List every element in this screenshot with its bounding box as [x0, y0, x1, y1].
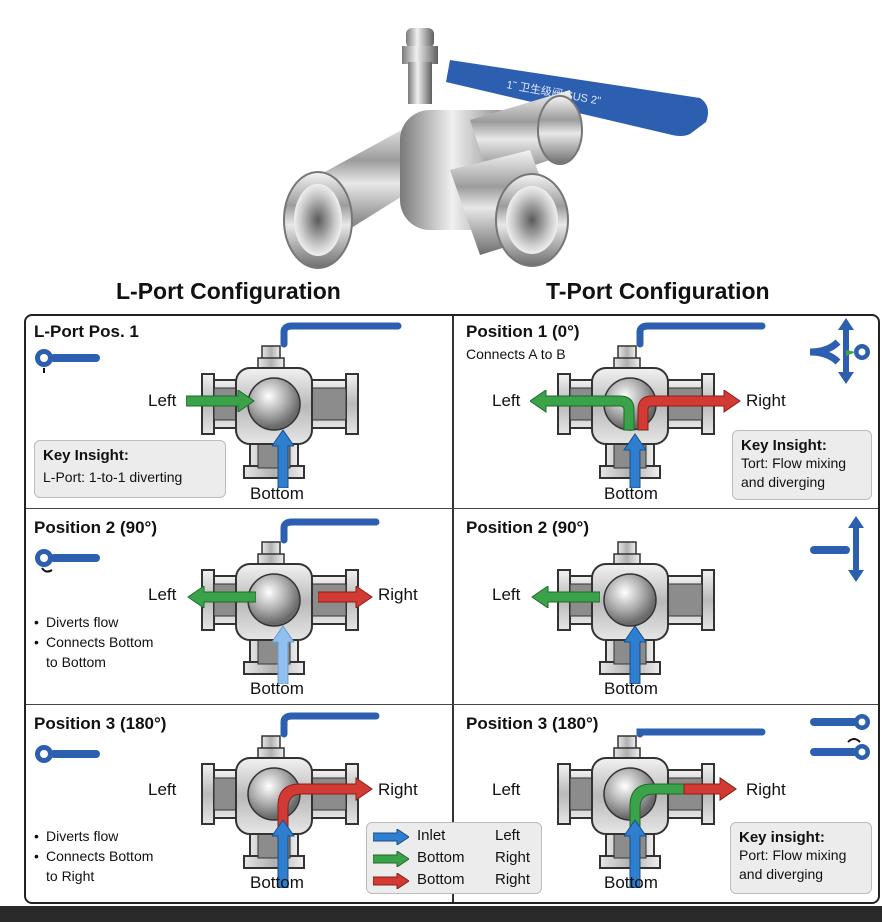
bullet-list: Diverts flow Connects Bottom to Right — [34, 826, 153, 886]
legend-arrow — [373, 873, 409, 889]
valve-diagram-t3 — [557, 728, 766, 869]
handle-position-icon — [810, 516, 864, 582]
label-left: Left — [148, 585, 177, 604]
column-divider — [452, 316, 454, 902]
bullet-continuation: to Right — [46, 868, 95, 884]
key-insight-box: Key Insight: L-Port: 1-to-1 diverting — [34, 440, 226, 498]
valve-diagram-l2 — [201, 518, 380, 675]
flow-arrow-bottom-to-right — [624, 777, 737, 888]
legend-label: Inlet — [417, 827, 446, 844]
outlet-arrow-right — [318, 586, 373, 608]
outlet-arrow-left — [531, 586, 600, 608]
lport-column-title: L-Port Configuration — [116, 278, 341, 304]
label-bottom: Bottom — [604, 484, 658, 503]
handle-position-icon — [35, 349, 100, 373]
label-right: Right — [746, 391, 786, 410]
label-bottom: Bottom — [250, 484, 304, 503]
key-insight-box: Key insight: Port: Flow mixing and diver… — [730, 822, 872, 894]
label-left: Left — [492, 585, 521, 604]
insight-body: Port: Flow mixing — [739, 847, 847, 863]
lport-pos3-title: Position 3 (180°) — [34, 714, 167, 733]
label-left: Left — [492, 391, 521, 410]
lport-pos2-title: Position 2 (90°) — [34, 518, 157, 537]
inlet-arrow-left — [186, 390, 255, 412]
bottom-bar — [0, 906, 882, 922]
insight-body: and diverging — [741, 474, 826, 490]
flow-legend: Inlet Left Bottom Right Bottom Right — [366, 822, 542, 894]
label-right: Right — [378, 585, 418, 604]
tport-pos3-title: Position 3 (180°) — [466, 714, 599, 733]
handle-position-icon — [810, 714, 870, 760]
legend-label: Right — [495, 871, 531, 888]
lport-pos1-title: L-Port Pos. 1 — [34, 322, 139, 341]
tport-pos1-title: Position 1 (0°) — [466, 322, 580, 341]
valve-diagram-l1 — [201, 322, 402, 479]
label-bottom: Bottom — [604, 679, 658, 698]
legend-arrow — [373, 851, 409, 867]
legend-label: Bottom — [417, 871, 465, 888]
label-bottom: Bottom — [250, 873, 304, 892]
inlet-arrow-bottom — [272, 430, 294, 488]
row-divider-2 — [26, 704, 878, 705]
valve-diagram-t1 — [557, 322, 766, 479]
valve-product-photo: 1˜ 卫生级阀 SUS 2" — [283, 28, 708, 269]
bullet-list: Diverts flow Connects Bottom to Bottom — [34, 612, 153, 672]
bullet-continuation: to Bottom — [46, 654, 106, 670]
outlet-arrow-left — [187, 586, 256, 608]
key-insight-box: Key Insight: Tort: Flow mixing and diver… — [732, 430, 872, 500]
insight-heading: Key insight: — [739, 829, 825, 846]
label-left: Left — [148, 780, 177, 799]
label-right: Right — [378, 780, 418, 799]
tport-column-title: T-Port Configuration — [546, 278, 770, 304]
row-divider-1 — [26, 508, 878, 509]
label-bottom: Bottom — [250, 679, 304, 698]
legend-arrow — [373, 829, 409, 845]
tport-pos1-subtitle: Connects A to B — [466, 346, 566, 362]
handle-position-icon — [35, 549, 100, 573]
insight-body: and diverging — [739, 866, 824, 882]
label-left: Left — [492, 780, 521, 799]
legend-label: Bottom — [417, 849, 465, 866]
flow-arrow-bottom-to-right — [272, 777, 373, 888]
label-left: Left — [148, 391, 177, 410]
valve-diagram-l3 — [201, 712, 380, 869]
inlet-arrow-bottom — [272, 626, 294, 684]
bullet-item: Connects Bottom — [34, 846, 153, 866]
label-right: Right — [746, 780, 786, 799]
handle-position-icon — [809, 318, 870, 384]
legend-label: Left — [495, 827, 521, 844]
handle-position-icon — [35, 745, 100, 763]
flow-arrows-t1 — [530, 390, 741, 488]
insight-body: L-Port: 1-to-1 diverting — [43, 469, 183, 485]
inlet-arrow-bottom — [624, 626, 646, 684]
label-bottom: Bottom — [604, 873, 658, 892]
bullet-item: Connects Bottom — [34, 632, 153, 652]
tport-pos2-title: Position 2 (90°) — [466, 518, 589, 537]
bullet-item: Diverts flow — [34, 826, 153, 846]
insight-heading: Key Insight: — [43, 447, 129, 464]
legend-label: Right — [495, 849, 531, 866]
bullet-item: Diverts flow — [34, 612, 153, 632]
insight-body: Tort: Flow mixing — [741, 455, 847, 471]
insight-heading: Key Insight: — [741, 437, 827, 454]
